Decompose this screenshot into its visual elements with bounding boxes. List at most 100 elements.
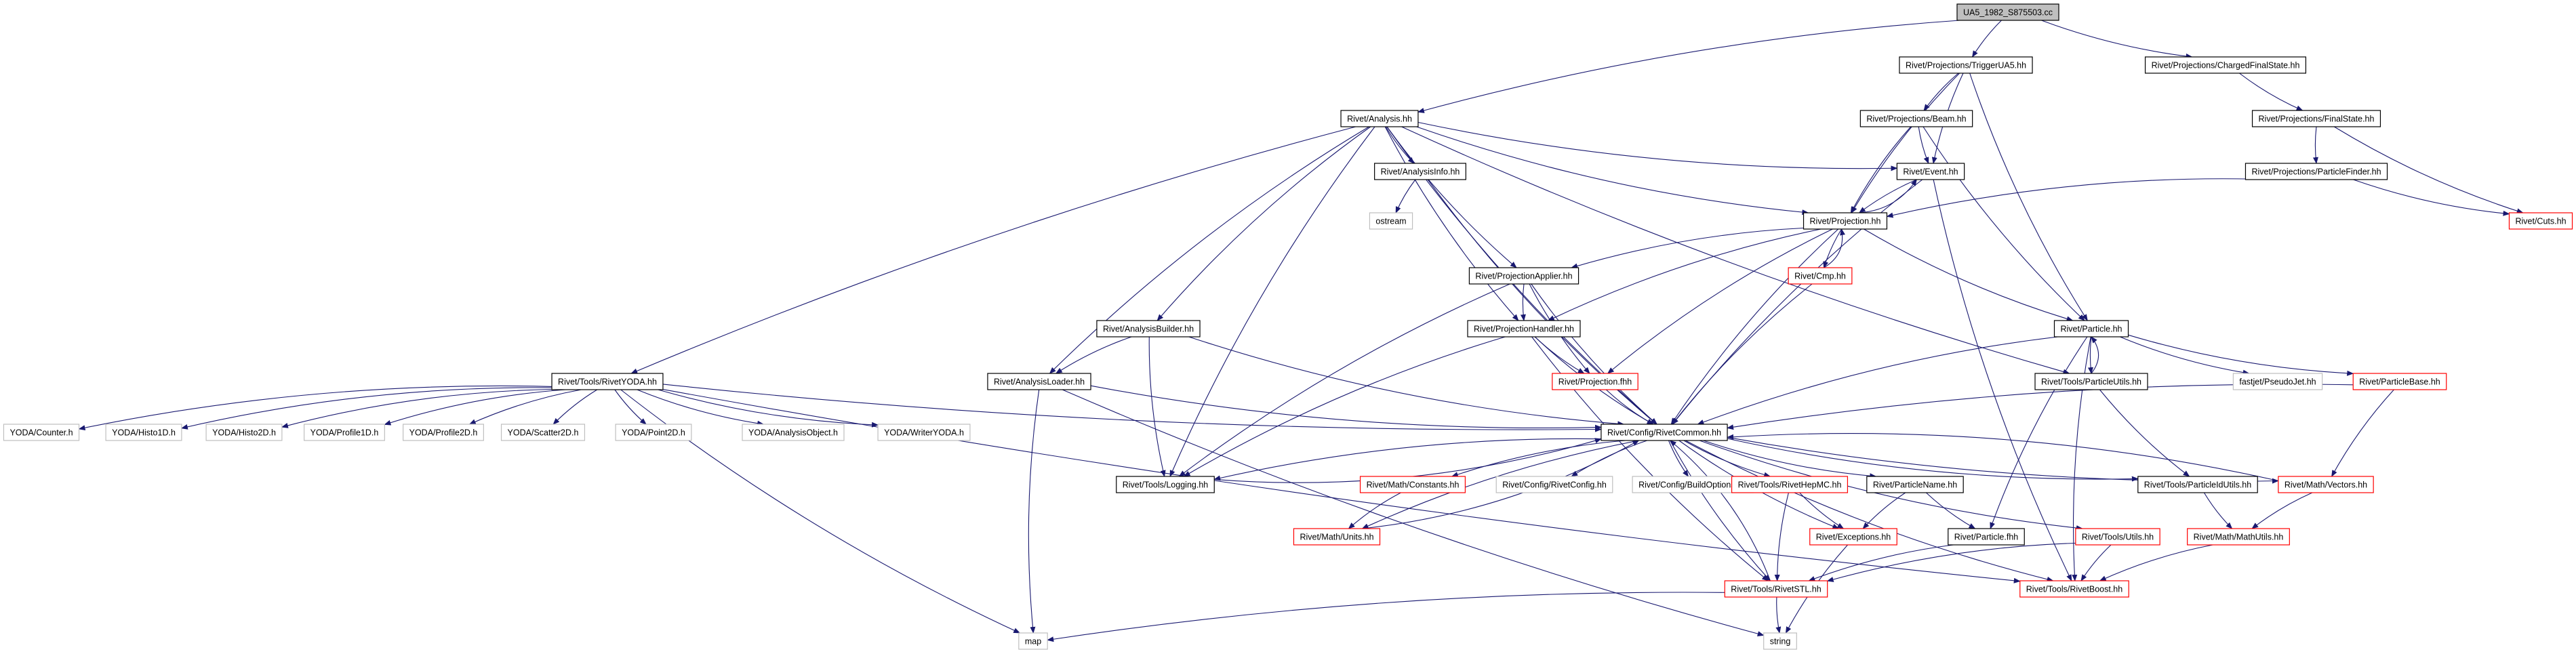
node-box [403,424,484,441]
node-analysisloader[interactable]: Rivet/AnalysisLoader.hh [987,373,1091,390]
edge-rivetyoda-to-scatter2d [552,389,598,425]
node-common[interactable]: Rivet/Config/RivetCommon.hh [1601,424,1728,441]
edge-particleutils-to-particleidutils [2099,389,2190,477]
edge-particleidutils-to-mathutils [2203,492,2233,529]
node-cuts[interactable]: Rivet/Cuts.hh [2508,212,2573,230]
node-vectors[interactable]: Rivet/Math/Vectors.hh [2278,476,2374,493]
edge-common-to-vectors [1727,436,2279,484]
node-box [1340,110,1419,127]
edge-finalstate-to-cuts [2334,126,2524,214]
node-beam[interactable]: Rivet/Projections/Beam.hh [1859,110,1973,127]
node-cmp[interactable]: Rivet/Cmp.hh [1788,267,1853,285]
node-box [1369,212,1413,230]
node-mathutils[interactable]: Rivet/Math/MathUtils.hh [2187,528,2290,546]
node-label: YODA/Histo1D.h [112,428,176,438]
node-particlebase[interactable]: Rivet/ParticleBase.hh [2352,373,2447,390]
node-particlefhh[interactable]: Rivet/Particle.fhh [1948,528,2025,546]
edge-projection-to-particle [1864,228,2074,322]
node-chargedfs[interactable]: Rivet/Projections/ChargedFinalState.hh [2144,56,2307,74]
edge-projection-to-event [1859,179,1917,213]
node-box [1552,373,1638,390]
node-constants[interactable]: Rivet/Math/Constants.hh [1359,476,1466,493]
node-utils[interactable]: Rivet/Tools/Utils.hh [2075,528,2160,546]
edge-rivetyoda-to-common [662,384,1602,432]
node-ostream: ostream [1369,212,1413,230]
edge-cmp-to-common [1672,283,1813,425]
edge-analysisbuilder-to-analysisloader [1055,336,1132,374]
node-label: Rivet/Config/RivetConfig.hh [1502,480,1607,490]
node-rivetboost[interactable]: Rivet/Tools/RivetBoost.hh [2019,580,2129,598]
edge-rivetstl-to-string [1775,596,1782,634]
node-analysisobject: YODA/AnalysisObject.h [742,424,845,441]
node-box [551,373,664,390]
node-particleutils[interactable]: Rivet/Tools/ParticleUtils.hh [2034,373,2148,390]
edge-rivetyoda-to-histo1d [180,387,552,430]
node-particlename[interactable]: Rivet/ParticleName.hh [1866,476,1964,493]
node-box [1468,267,1579,285]
node-projectionfhh[interactable]: Rivet/Projection.fhh [1552,373,1638,390]
node-box [1601,424,1728,441]
node-units[interactable]: Rivet/Math/Units.hh [1293,528,1381,546]
node-particle[interactable]: Rivet/Particle.hh [2053,320,2129,337]
edges-layer [78,20,2524,642]
edge-rivetyoda-to-histo2d [281,388,552,428]
node-box [2251,110,2381,127]
node-box [1467,320,1581,337]
node-root[interactable]: UA5_1982_S875503.cc [1956,3,2059,21]
node-analysis[interactable]: Rivet/Analysis.hh [1340,110,1419,127]
edge-rivetstl-to-map [1047,592,1725,642]
edge-analysisloader-to-common [1090,385,1602,430]
node-trigger[interactable]: Rivet/Projections/TriggerUA5.hh [1899,56,2033,74]
node-analysisinfo[interactable]: Rivet/AnalysisInfo.hh [1374,163,1466,180]
edge-beam-to-projection [1850,126,1912,213]
node-box [500,424,586,441]
node-label: Rivet/Tools/Utils.hh [2082,533,2154,542]
node-label: Rivet/Event.hh [1903,167,1958,177]
node-buildoptions: Rivet/Config/BuildOptions.hh [1632,476,1754,493]
node-finalstate[interactable]: Rivet/Projections/FinalState.hh [2251,110,2381,127]
node-label: Rivet/Cmp.hh [1794,272,1846,281]
edge-vectors-to-mathutils [2251,492,2313,529]
node-rivetstl[interactable]: Rivet/Tools/RivetSTL.hh [1724,580,1828,598]
node-label: fastjet/PseudoJet.hh [2239,377,2316,387]
edge-common-to-particleidutils [1727,438,2139,482]
edge-projection-to-projapplier [1571,227,1804,269]
node-box [105,424,182,441]
node-analysisbuilder[interactable]: Rivet/AnalysisBuilder.hh [1096,320,1201,337]
node-rivetyoda[interactable]: Rivet/Tools/RivetYODA.hh [551,373,664,390]
node-projapplier[interactable]: Rivet/ProjectionApplier.hh [1468,267,1579,285]
node-label: Rivet/Config/RivetCommon.hh [1607,428,1721,438]
node-hepmc[interactable]: Rivet/Tools/RivetHepMC.hh [1731,476,1849,493]
edge-trigger-to-projection [1851,73,1960,213]
node-box [2019,580,2129,598]
edge-utils-to-rivetstl [1826,542,2076,582]
node-box [1866,476,1964,493]
node-logging[interactable]: Rivet/Tools/Logging.hh [1116,476,1215,493]
node-label: Rivet/Projections/Beam.hh [1866,115,1966,124]
node-particlefinder[interactable]: Rivet/Projections/ParticleFinder.hh [2245,163,2388,180]
node-label: Rivet/AnalysisInfo.hh [1381,167,1460,177]
node-label: Rivet/Exceptions.hh [1816,533,1891,542]
edge-utils-to-rivetboost [2080,544,2112,581]
node-box [1293,528,1381,546]
edge-constants-to-units [1348,492,1401,529]
node-projhandler[interactable]: Rivet/ProjectionHandler.hh [1467,320,1581,337]
node-particleidutils[interactable]: Rivet/Tools/ParticleIdUtils.hh [2137,476,2258,493]
edge-analysisloader-to-map [1028,389,1040,634]
node-label: YODA/Counter.h [9,428,73,438]
edge-event-to-rivetboost [1933,179,2072,581]
node-point2d: YODA/Point2D.h [615,424,692,441]
node-box [1788,267,1853,285]
edge-particle-to-rivetboost [2072,336,2091,581]
node-label: Rivet/Math/MathUtils.hh [2194,533,2284,542]
node-projection[interactable]: Rivet/Projection.hh [1803,212,1888,230]
edge-projectionfhh-to-common [1605,389,1654,425]
node-event[interactable]: Rivet/Event.hh [1896,163,1965,180]
edge-projection-to-cmp [1823,228,1842,268]
edge-particleutils-to-particle [2091,336,2099,374]
edge-common-to-logging [1213,438,1601,481]
node-exceptions[interactable]: Rivet/Exceptions.hh [1809,528,1897,546]
edge-analysisbuilder-to-logging [1148,336,1166,477]
node-string: string [1763,632,1797,650]
